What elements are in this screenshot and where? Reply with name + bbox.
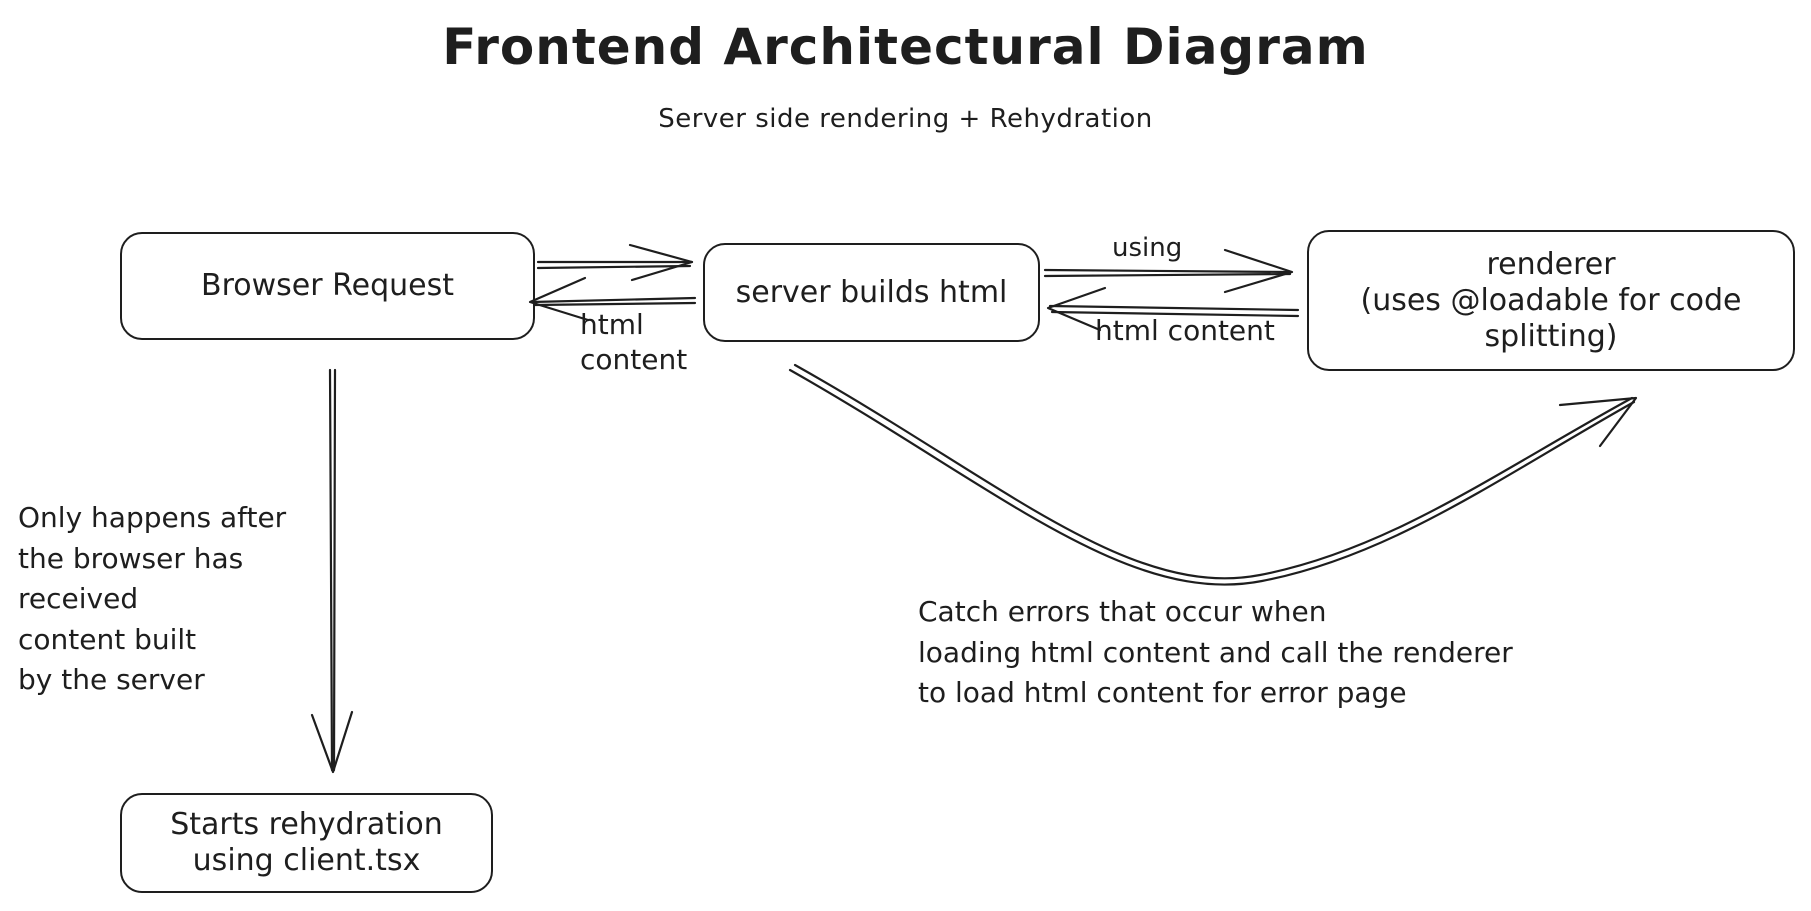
renderer-description: (uses @loadable for code bbox=[1360, 282, 1742, 318]
arrow-error-curve bbox=[788, 363, 1638, 586]
renderer-node[interactable]: renderer (uses @loadable for code splitt… bbox=[1307, 230, 1795, 371]
using-label: using bbox=[1112, 233, 1183, 263]
html-content-label-left: html content bbox=[580, 308, 688, 376]
arrow-browser-to-server bbox=[536, 243, 694, 282]
browser-request-node[interactable]: Browser Request bbox=[120, 232, 535, 340]
arrow-browser-to-rehydration bbox=[310, 368, 354, 774]
browser-request-label: Browser Request bbox=[201, 268, 454, 303]
catch-errors-note: Catch errors that occur when loading htm… bbox=[918, 595, 1513, 710]
only-happens-note: Only happens after the browser has recei… bbox=[18, 501, 287, 697]
renderer-description-cont: splitting) bbox=[1484, 318, 1618, 354]
rehydration-line-1: Starts rehydration bbox=[170, 807, 443, 842]
html-content-label-right: html content bbox=[1095, 314, 1275, 347]
starts-rehydration-node[interactable]: Starts rehydration using client.tsx bbox=[120, 793, 493, 893]
renderer-title: renderer bbox=[1486, 246, 1616, 282]
diagram-title: Frontend Architectural Diagram bbox=[442, 18, 1369, 76]
server-builds-html-label: server builds html bbox=[735, 274, 1008, 310]
diagram-subtitle: Server side rendering + Rehydration bbox=[658, 104, 1153, 134]
rehydration-line-2: using client.tsx bbox=[192, 843, 421, 878]
server-builds-html-node[interactable]: server builds html bbox=[703, 243, 1040, 342]
